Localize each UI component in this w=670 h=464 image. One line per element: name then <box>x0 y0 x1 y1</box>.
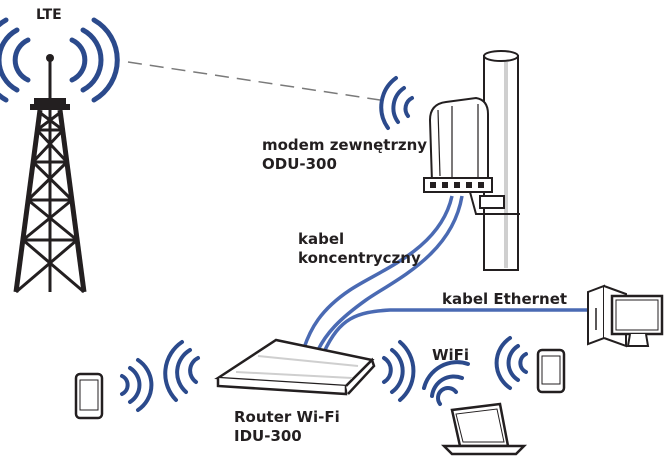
odu-modem-icon <box>379 76 520 215</box>
modem-label-line2: ODU-300 <box>262 155 337 173</box>
router-label-line1: Router Wi-Fi <box>234 408 340 426</box>
laptop-icon <box>422 360 528 456</box>
ethernet-cable <box>322 308 592 353</box>
radio-link-line <box>127 61 381 101</box>
coax-label-line1: kabel <box>298 230 345 248</box>
mast-pole-icon <box>483 50 519 271</box>
lte-label: LTE <box>36 7 62 23</box>
router-label-line2: IDU-300 <box>234 427 302 445</box>
smartphone-icon <box>74 358 154 420</box>
coax-label-line2: koncentryczny <box>298 249 421 267</box>
desktop-computer-icon <box>587 284 664 348</box>
ethernet-label: kabel Ethernet <box>442 290 568 308</box>
lte-tower-icon <box>0 17 120 294</box>
router-icon <box>163 338 416 402</box>
coax-cable <box>302 195 464 351</box>
smartphone-icon <box>494 336 566 394</box>
modem-label-line1: modem zewnętrzny <box>262 136 428 154</box>
wifi-label: WiFi <box>432 346 470 364</box>
